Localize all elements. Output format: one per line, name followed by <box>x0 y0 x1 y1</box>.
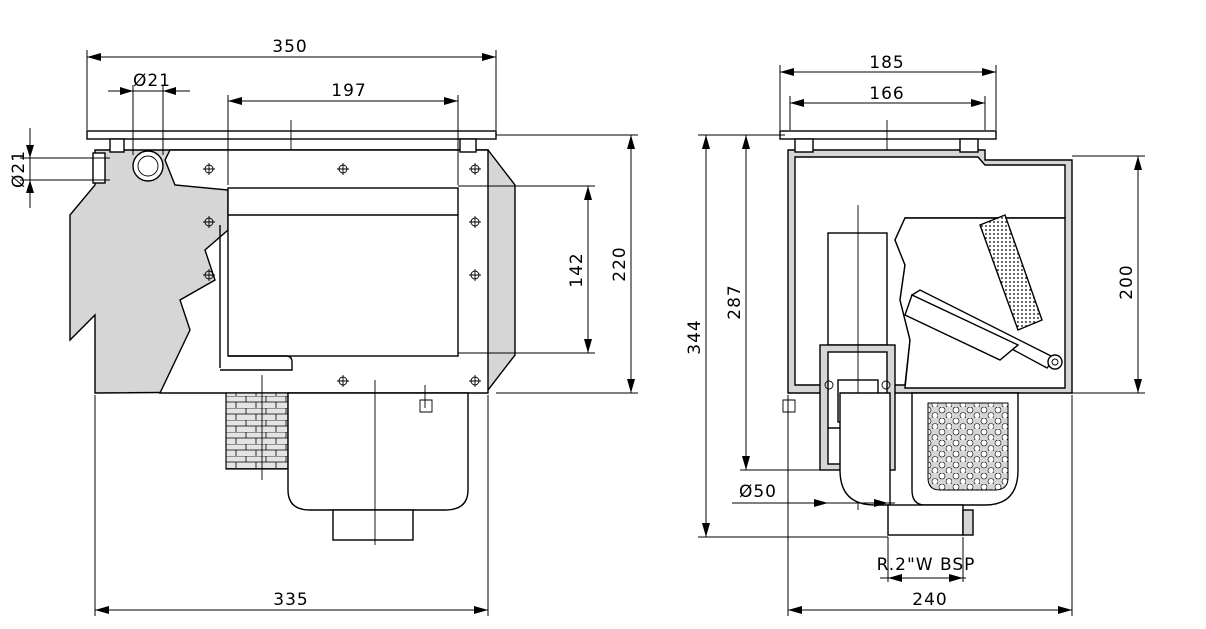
dim-label-335: 335 <box>273 590 308 610</box>
dim-body-height: 220 <box>496 134 638 394</box>
dim-label-200: 200 <box>1117 264 1137 299</box>
dim-label-142: 142 <box>567 252 587 287</box>
dim-pipe-side: Ø21 <box>9 128 110 208</box>
skimmer-body-front <box>69 120 516 545</box>
dim-label-d50: Ø50 <box>739 482 777 502</box>
dim-outlet-diameter: Ø50 <box>732 482 895 507</box>
dim-inlet-height: 287 <box>725 134 820 471</box>
screw-markers-front <box>203 163 481 387</box>
dim-label-197: 197 <box>331 81 366 101</box>
dim-label-d21-side: Ø21 <box>9 150 29 188</box>
lower-housing-front <box>225 375 469 545</box>
dim-flange-width: 185 <box>779 53 997 130</box>
dim-label-d21-top: Ø21 <box>133 71 171 91</box>
dim-opening-height: 142 <box>458 185 595 354</box>
dim-label-350: 350 <box>272 37 307 57</box>
dim-label-220: 220 <box>610 246 630 281</box>
dim-opening-width: 197 <box>227 81 459 185</box>
weir-flap <box>904 214 1063 370</box>
dim-label-287: 287 <box>725 284 745 319</box>
dim-label-166: 166 <box>869 84 904 104</box>
dim-mouth-height: 200 <box>1072 155 1145 394</box>
skimmer-body-side <box>779 120 1073 536</box>
strainer-basket <box>782 392 1019 536</box>
dim-label-185: 185 <box>869 53 904 73</box>
side-view: 185 166 344 287 <box>685 53 1145 616</box>
dim-base-width: 335 <box>94 395 489 616</box>
front-view: 350 Ø21 197 Ø21 <box>9 37 638 616</box>
dim-label-240: 240 <box>912 590 947 610</box>
dim-label-thread: R.2"W BSP <box>877 555 976 575</box>
dim-overall-width: 350 <box>86 37 497 130</box>
dim-thread: R.2"W BSP <box>877 537 976 582</box>
dim-pipe-top: Ø21 <box>108 71 190 155</box>
dim-label-344: 344 <box>685 319 705 354</box>
dim-inner-width: 166 <box>789 84 986 130</box>
dim-base-depth: 240 <box>787 395 1073 616</box>
